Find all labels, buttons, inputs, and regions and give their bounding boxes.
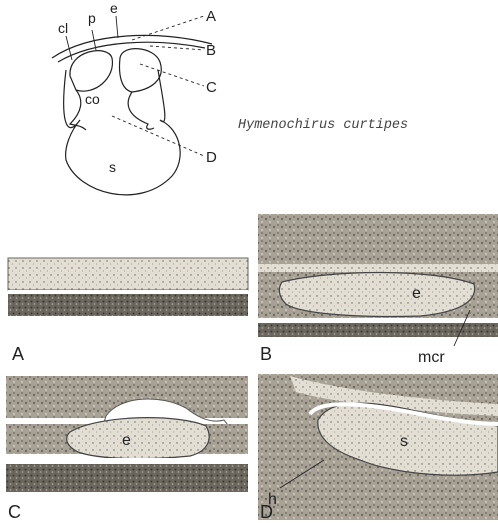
panel-b-band xyxy=(258,264,498,272)
panel-b-letter: B xyxy=(260,344,272,364)
panel-a-membrane xyxy=(8,290,248,294)
panel-c-label-e: e xyxy=(122,432,131,449)
optic-capsule-left xyxy=(70,90,86,130)
panel-a-letter: A xyxy=(12,344,24,364)
panel-b-label-e: e xyxy=(412,285,421,302)
diagram-label-s: s xyxy=(109,159,116,175)
panel-a: A xyxy=(8,258,248,364)
panel-d: s h D xyxy=(258,374,498,522)
callout-c: C xyxy=(206,79,217,96)
panel-c-membrane xyxy=(6,458,248,464)
diagram-label-cl: cl xyxy=(58,20,68,36)
panel-b-structure-e xyxy=(279,273,474,317)
panel-d-letter: D xyxy=(260,502,273,522)
panel-c-lower-tissue xyxy=(6,464,248,492)
optic-capsule-right xyxy=(128,92,154,129)
panel-b-membrane xyxy=(258,318,498,323)
leader-lines xyxy=(112,16,204,156)
inner-arc-line xyxy=(58,42,205,62)
panel-a-tissue-bottom xyxy=(8,294,248,316)
diagram-label-co: co xyxy=(85,91,100,107)
skull-diagram xyxy=(52,35,212,194)
pointer-e xyxy=(116,16,118,38)
panel-c-letter: C xyxy=(8,502,21,522)
panel-c: e C xyxy=(6,376,248,522)
braincase-outline xyxy=(64,70,180,195)
leader-line-c xyxy=(140,64,204,86)
species-name: Hymenochirus curtipes xyxy=(238,118,408,133)
callout-a: A xyxy=(206,8,216,25)
callout-b: B xyxy=(206,42,216,59)
panel-b: e mcr B xyxy=(258,214,498,366)
panel-c-structure-e xyxy=(67,418,209,459)
right-eye-outline xyxy=(120,49,162,92)
left-eye-outline xyxy=(70,51,113,92)
panel-b-label-mcr: mcr xyxy=(418,349,445,366)
panel-a-tissue-top xyxy=(8,258,248,290)
diagram-label-p: p xyxy=(88,10,96,26)
diagram-label-e: e xyxy=(110,0,118,16)
callout-d: D xyxy=(206,149,217,166)
panel-b-upper-tissue xyxy=(258,214,498,264)
panel-b-lower-tissue xyxy=(258,323,498,337)
outer-arc-line xyxy=(52,35,212,58)
panel-d-label-s: s xyxy=(400,433,408,450)
leader-line-d xyxy=(112,116,204,156)
